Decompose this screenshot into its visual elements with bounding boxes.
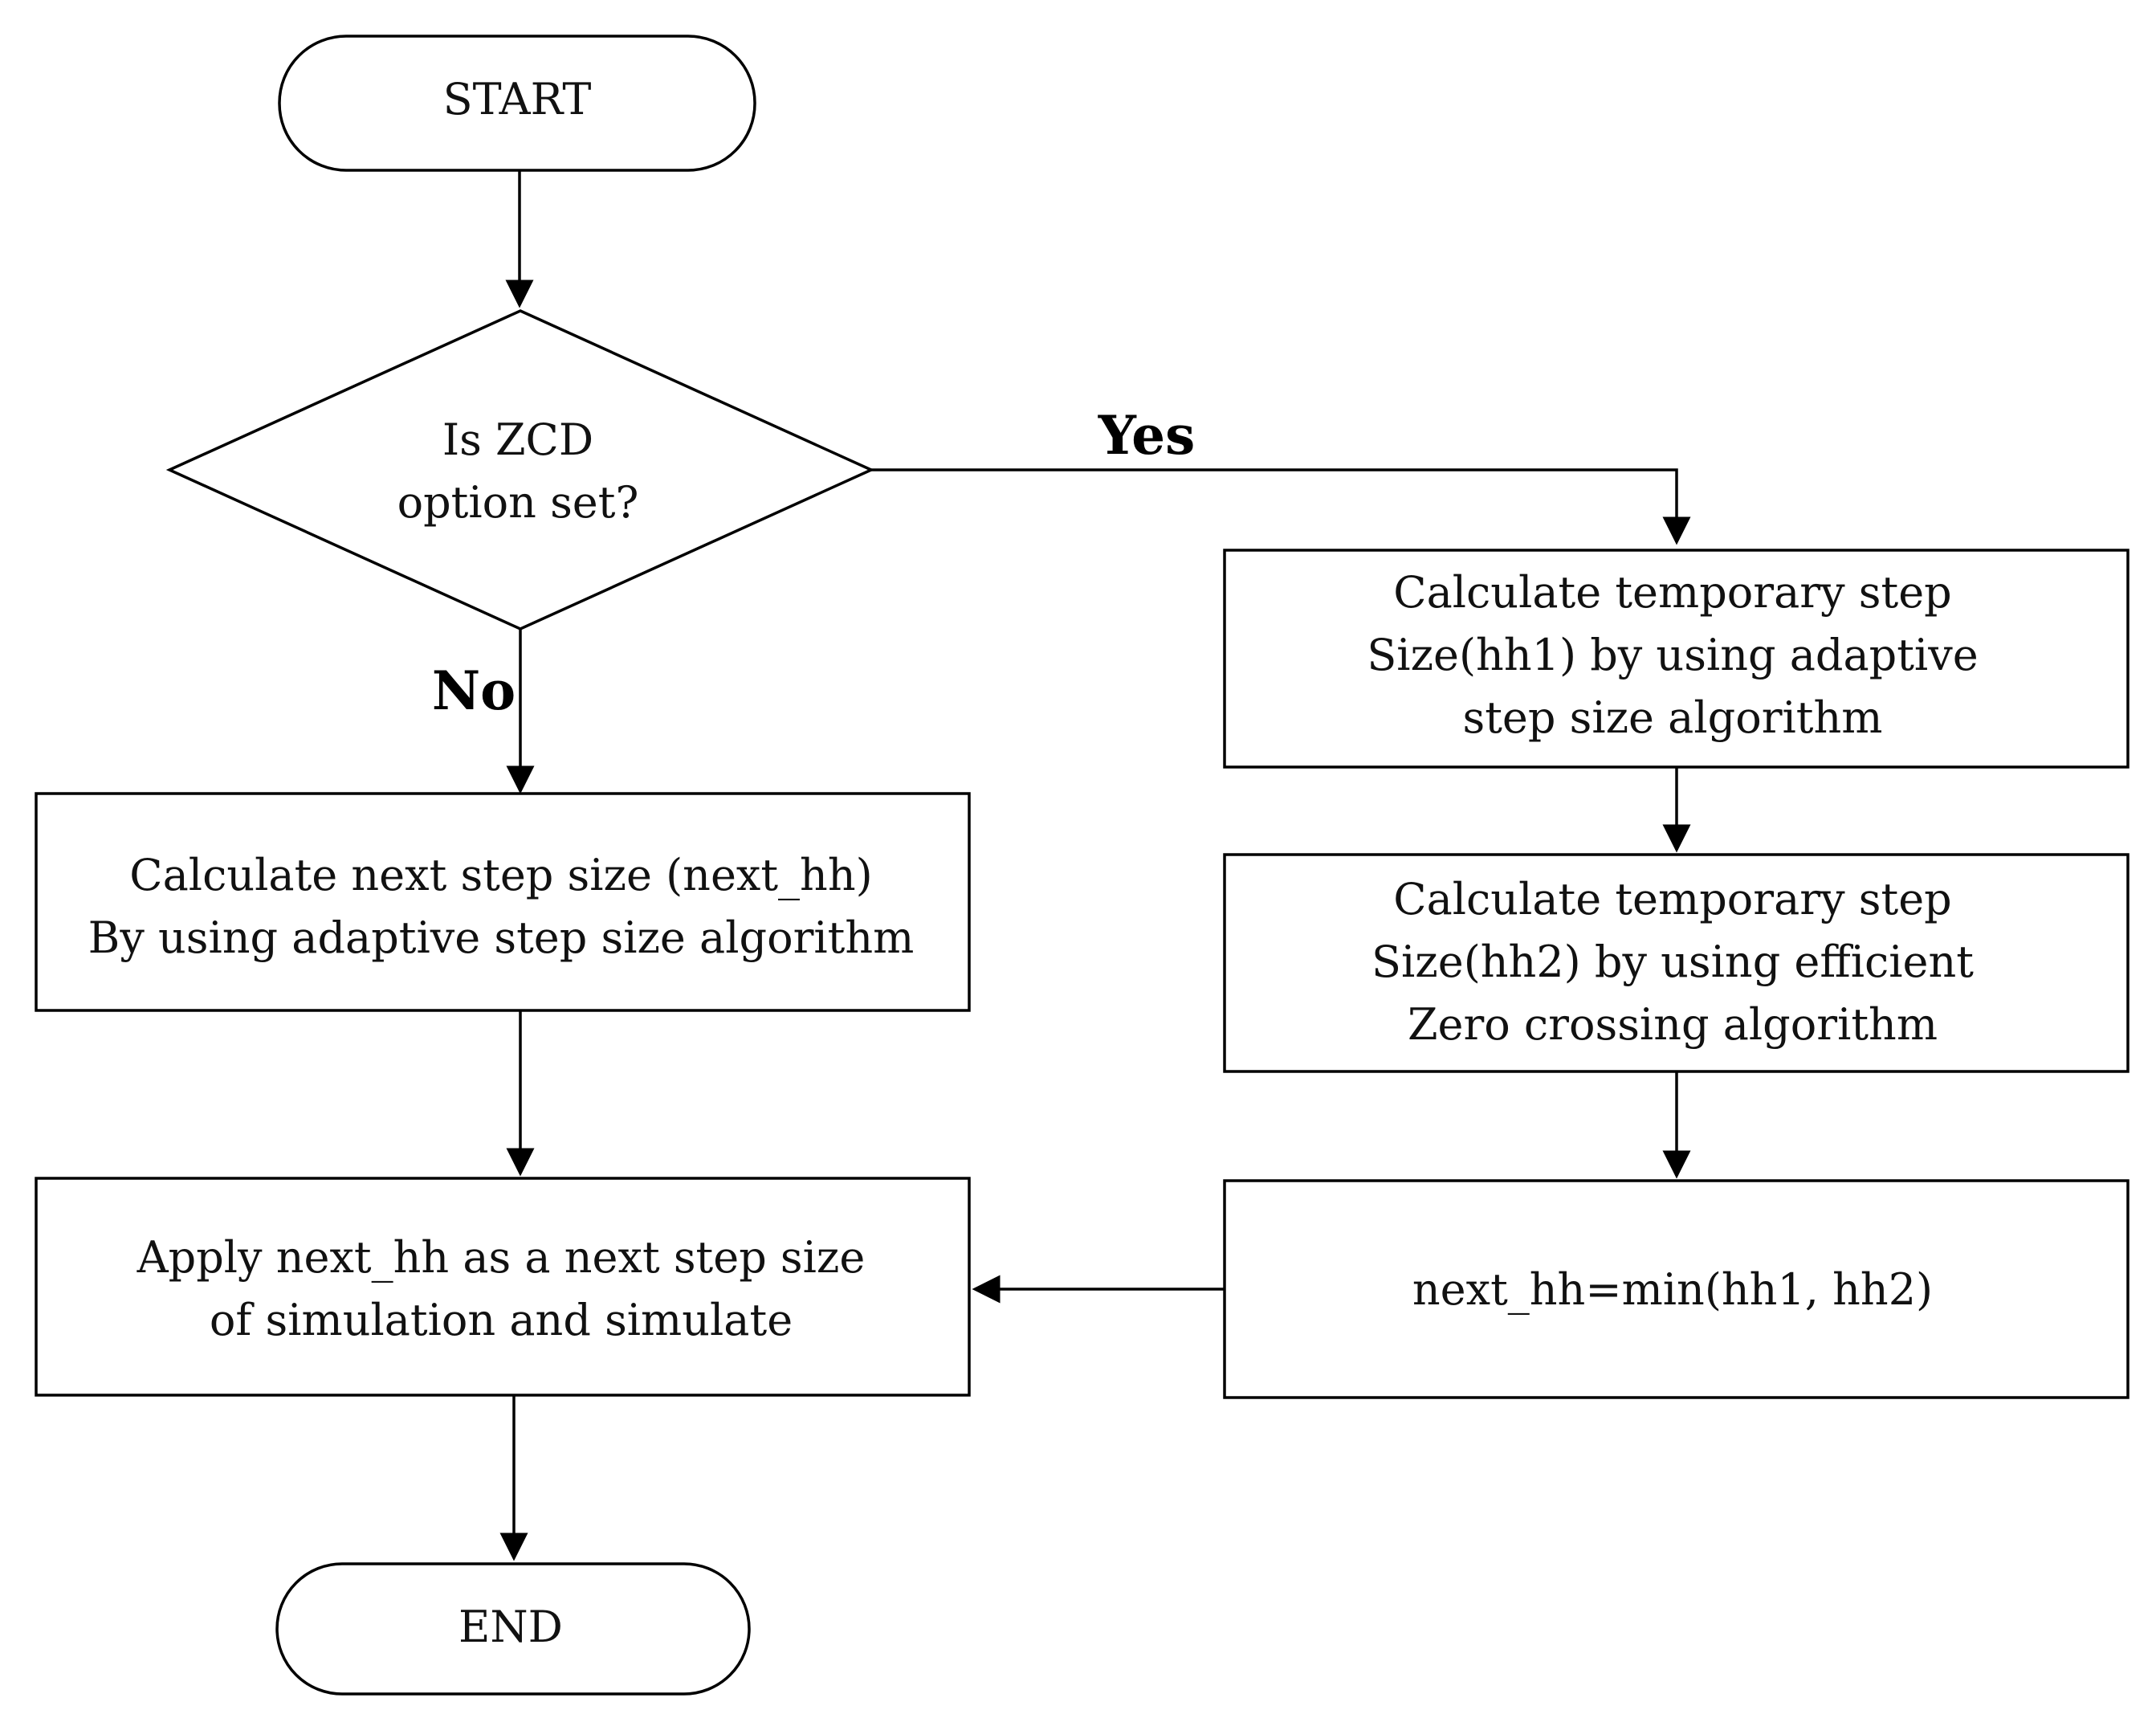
hh2-line-3: Zero crossing algorithm [1408,999,1938,1050]
no-label: No [432,659,516,722]
hh1-line-3: step size algorithm [1463,692,1883,743]
temp-step-hh2-box: Calculate temporary step Size(hh2) by us… [1223,853,2130,1073]
apply-line-2: of simulation and simulate [210,1295,793,1345]
hh1-line-1: Calculate temporary step [1393,567,1951,618]
min-step-box: next_hh=min(hh1, hh2) [1223,1179,2130,1399]
decision-line-1: Is ZCD [442,414,593,465]
hh2-line-1: Calculate temporary step [1393,874,1951,924]
apply-step-box: Apply next_hh as a next step size of sim… [35,1177,971,1397]
calc-next-line-1: Calculate next step size (next_hh) [129,850,872,900]
min-step-label: next_hh=min(hh1, hh2) [1412,1264,1933,1315]
connector-yes-branch [871,468,1691,545]
hh2-line-2: Size(hh2) by using efficient [1371,937,1974,987]
apply-line-1: Apply next_hh as a next step size [137,1232,866,1283]
yes-label: Yes [1098,404,1196,467]
calc-next-step-box: Calculate next step size (next_hh) By us… [35,792,971,1012]
decision-line-2: option set? [397,477,639,528]
start-terminator: START [278,35,756,172]
temp-step-hh1-box: Calculate temporary step Size(hh1) by us… [1223,549,2130,769]
start-label: START [443,74,592,124]
end-terminator: END [275,1562,751,1696]
hh1-line-2: Size(hh1) by using adaptive [1367,630,1978,680]
calc-next-line-2: By using adaptive step size algorithm [88,912,915,963]
end-label: END [459,1602,563,1652]
zcd-decision: Is ZCD option set? [165,309,875,631]
